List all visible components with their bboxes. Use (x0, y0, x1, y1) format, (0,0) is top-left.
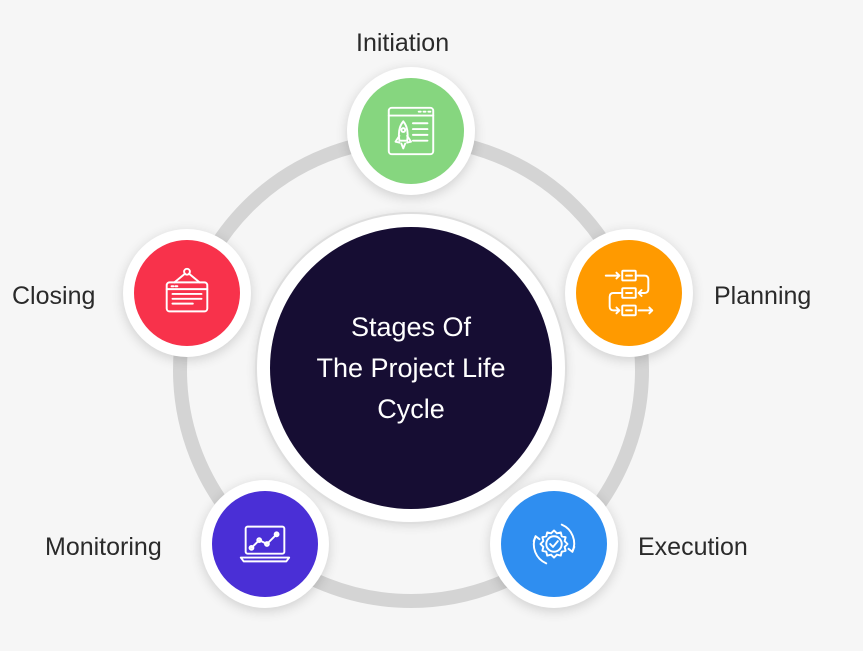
stage-label-closing: Closing (12, 282, 96, 310)
stage-label-initiation: Initiation (356, 29, 450, 57)
stage-label-execution: Execution (638, 533, 748, 561)
stage-node-planning (565, 229, 693, 357)
stage-label-planning: Planning (714, 282, 812, 310)
stage-node-monitoring (201, 480, 329, 608)
center-title-line: Cycle (377, 393, 445, 424)
center-title: Stages Of The Project Life Cycle (296, 307, 526, 430)
gear-check-icon (532, 523, 576, 565)
stage-icon-circle (134, 240, 240, 346)
stage-icon-circle (501, 491, 607, 597)
laptop-chart-icon (239, 525, 291, 563)
stage-icon-circle (358, 78, 464, 184)
center-title-line: Stages Of (350, 311, 472, 342)
center-title-line: The Project Life (316, 352, 506, 383)
stage-node-initiation (347, 67, 475, 195)
stage-label-monitoring: Monitoring (45, 533, 162, 561)
stage-node-closing (123, 229, 251, 357)
flowchart-icon (604, 269, 654, 317)
rocket-webpage-icon (387, 106, 435, 156)
stage-icon-circle (576, 240, 682, 346)
stage-icon-circle (212, 491, 318, 597)
center-circle: Stages Of The Project Life Cycle (270, 227, 552, 509)
stage-node-execution (490, 480, 618, 608)
hanging-sign-icon (165, 267, 209, 313)
